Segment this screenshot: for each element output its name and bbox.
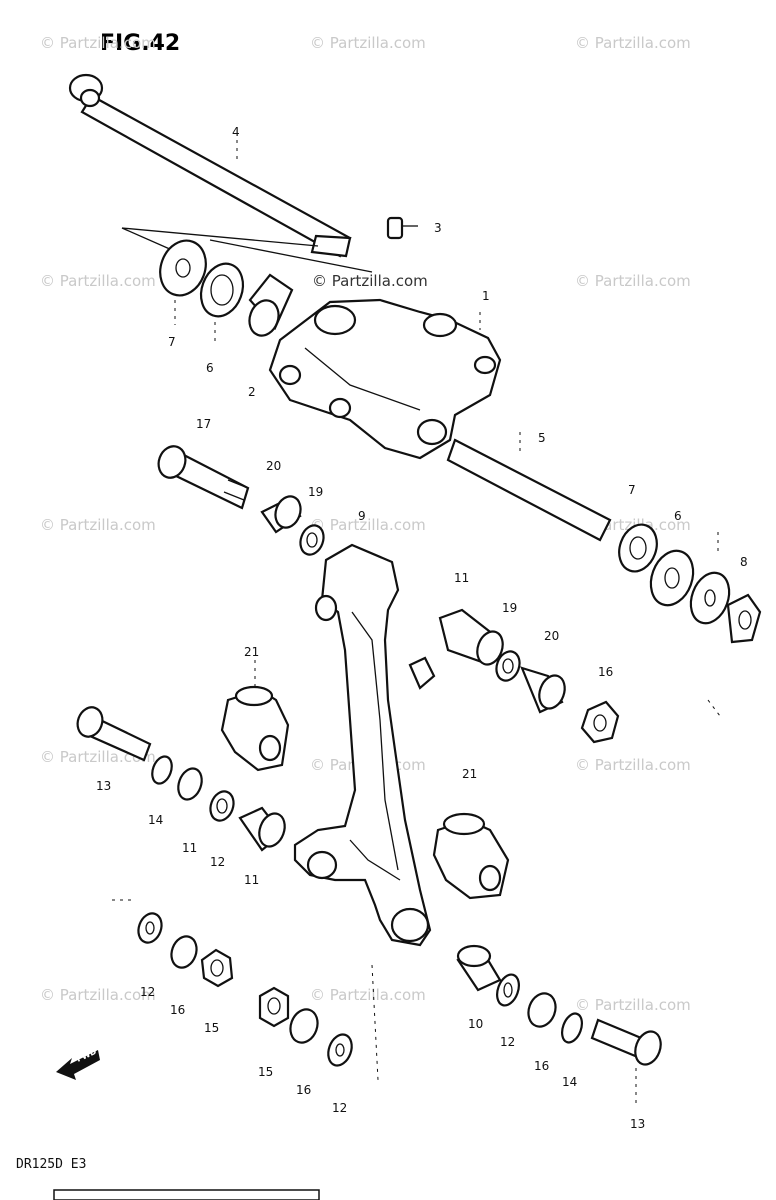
oil-seal-upper [199,262,245,345]
ring-upper [299,524,325,556]
bushing-upper [260,495,302,534]
callout-11: 11 [244,873,259,887]
callout-15: 15 [204,1021,219,1035]
bearing-upper [248,273,294,337]
callout-20: 20 [266,459,281,473]
forward-arrow: FWD [56,1047,100,1080]
watermark: © Partzilla.com [40,272,156,290]
pivot-bolt [68,73,352,258]
callout-10: 10 [468,1017,483,1031]
callout-12: 12 [332,1101,347,1115]
watermark: © Partzilla.com [312,272,428,290]
oil-seal-right [649,549,695,607]
watermark: © Partzilla.com [575,756,691,774]
collar-bottom-center [289,1008,319,1044]
spacer-shaft [446,432,612,542]
washer-upper [159,239,207,325]
watermark: © Partzilla.com [40,34,156,52]
cushion-lever [268,298,502,460]
grease-nipple [386,216,418,240]
bushing-right [520,666,566,714]
washer-right [689,571,731,625]
nut-right [707,532,762,717]
callout-5: 5 [538,431,546,445]
nut-bottom-center [258,986,290,1028]
collar-bottom-right [527,992,557,1028]
callout-12: 12 [140,985,155,999]
callout-14: 14 [148,813,163,827]
watermark: © Partzilla.com [40,986,156,1004]
ring-lower-left [209,790,235,822]
watermark: © Partzilla.com [575,34,691,52]
ring-right [495,650,521,682]
callout-20: 20 [544,629,559,643]
dust-seal-lower [432,812,510,900]
callout-9: 9 [358,509,366,523]
callout-16: 16 [296,1083,311,1097]
watermark: © Partzilla.com [310,34,426,52]
callout-8: 8 [740,555,748,569]
callout-13: 13 [630,1117,645,1131]
callout-19: 19 [502,601,517,615]
watermark: © Partzilla.com [575,996,691,1014]
bolt-upper [157,445,250,510]
callout-6: 6 [206,361,214,375]
bushing-long-lower-left [238,806,286,852]
bolt-lower-left [76,706,152,762]
leader-lines-upper [121,140,373,273]
nut-bottom-left [200,948,234,988]
callout-12: 12 [500,1035,515,1049]
callout-19: 19 [308,485,323,499]
callout-14: 14 [562,1075,577,1089]
watermark: © Partzilla.com [310,986,426,1004]
washer-bottom-center [327,1033,353,1067]
callout-11: 11 [454,571,469,585]
callout-11: 11 [182,841,197,855]
nut-upper-right [580,700,620,744]
callout-2: 2 [248,385,256,399]
callout-labels: 4 3 1 7 6 2 5 17 20 19 9 7 6 8 11 19 20 … [96,125,748,1131]
bearing-right [618,523,658,573]
callout-4: 4 [232,125,240,139]
callout-7: 7 [168,335,176,349]
collar-bottom-left [170,935,198,969]
callout-6: 6 [674,509,682,523]
collar-lower-left [177,767,203,801]
callout-7: 7 [628,483,636,497]
callout-16: 16 [534,1059,549,1073]
callout-1: 1 [482,289,490,303]
watermark: © Partzilla.com [575,272,691,290]
watermark: © Partzilla.com [310,516,426,534]
callout-21: 21 [462,767,477,781]
callout-21: 21 [244,645,259,659]
dust-seal-upper [220,660,290,772]
callout-13: 13 [96,779,111,793]
callout-17: 17 [196,417,211,431]
figure-title: FIG.42 [100,31,180,56]
cushion-rod [293,543,436,1081]
watermark: © Partzilla.com [40,516,156,534]
callout-3: 3 [434,221,442,235]
bolt-bottom-right [590,1018,662,1105]
washer-lower-left [151,755,173,785]
bushing-long-upper [438,608,504,666]
callout-16: 16 [598,665,613,679]
bushing-bottom-right [456,944,502,992]
washer-bottom-left [112,899,163,944]
bottom-frame [53,1189,320,1200]
ring-bottom-right [496,973,520,1007]
callout-16: 16 [170,1003,185,1017]
washer-bottom-right [561,1012,583,1044]
callout-12: 12 [210,855,225,869]
callout-15: 15 [258,1065,273,1079]
model-code: DR125D E3 [16,1157,86,1172]
